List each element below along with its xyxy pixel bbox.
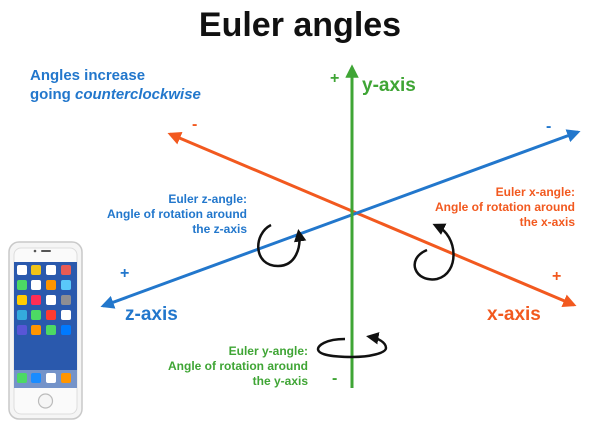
z-axis-plus-sign: + bbox=[120, 265, 130, 282]
x-axis-plus-sign: + bbox=[552, 268, 562, 285]
x-axis-minus-sign: - bbox=[192, 116, 198, 133]
x-angle-description-line1: Euler x-angle: bbox=[495, 185, 575, 199]
y-axis-label: y-axis bbox=[362, 75, 416, 96]
direction-note-line1: Angles increase bbox=[30, 67, 146, 84]
x-rotation-arrow-icon bbox=[413, 223, 455, 281]
x-angle-description-line2: Angle of rotation around bbox=[435, 200, 575, 214]
z-axis-line bbox=[100, 129, 581, 309]
direction-note-emphasis: counterclockwise bbox=[75, 86, 201, 103]
direction-note: Angles increase going counterclockwise bbox=[30, 66, 201, 104]
y-axis-plus-sign: + bbox=[330, 70, 340, 87]
direction-note-line2: going counterclockwise bbox=[30, 85, 201, 104]
x-angle-description: Euler x-angle: Angle of rotation around … bbox=[435, 185, 575, 230]
z-angle-description-line3: the z-axis bbox=[192, 222, 247, 236]
z-angle-description: Euler z-angle: Angle of rotation around … bbox=[107, 192, 247, 237]
z-axis-minus-sign: - bbox=[546, 118, 552, 135]
x-angle-description-line3: the x-axis bbox=[519, 215, 575, 229]
direction-note-line2-text: going bbox=[30, 86, 75, 103]
y-angle-description-line1: Euler y-angle: bbox=[228, 344, 308, 358]
z-axis-label: z-axis bbox=[125, 304, 178, 325]
z-rotation-arrow-icon bbox=[257, 223, 307, 268]
y-rotation-arrow-icon bbox=[316, 332, 388, 359]
y-angle-description-line3: the y-axis bbox=[252, 374, 308, 388]
y-angle-description: Euler y-angle: Angle of rotation around … bbox=[168, 344, 308, 389]
z-angle-description-line1: Euler z-angle: bbox=[168, 192, 247, 206]
x-axis-label: x-axis bbox=[487, 304, 541, 325]
y-angle-description-line2: Angle of rotation around bbox=[168, 359, 308, 373]
z-angle-description-line2: Angle of rotation around bbox=[107, 207, 247, 221]
page-title: Euler angles bbox=[198, 6, 402, 44]
y-axis-minus-sign: - bbox=[332, 370, 338, 387]
smartphone-icon bbox=[8, 241, 83, 420]
